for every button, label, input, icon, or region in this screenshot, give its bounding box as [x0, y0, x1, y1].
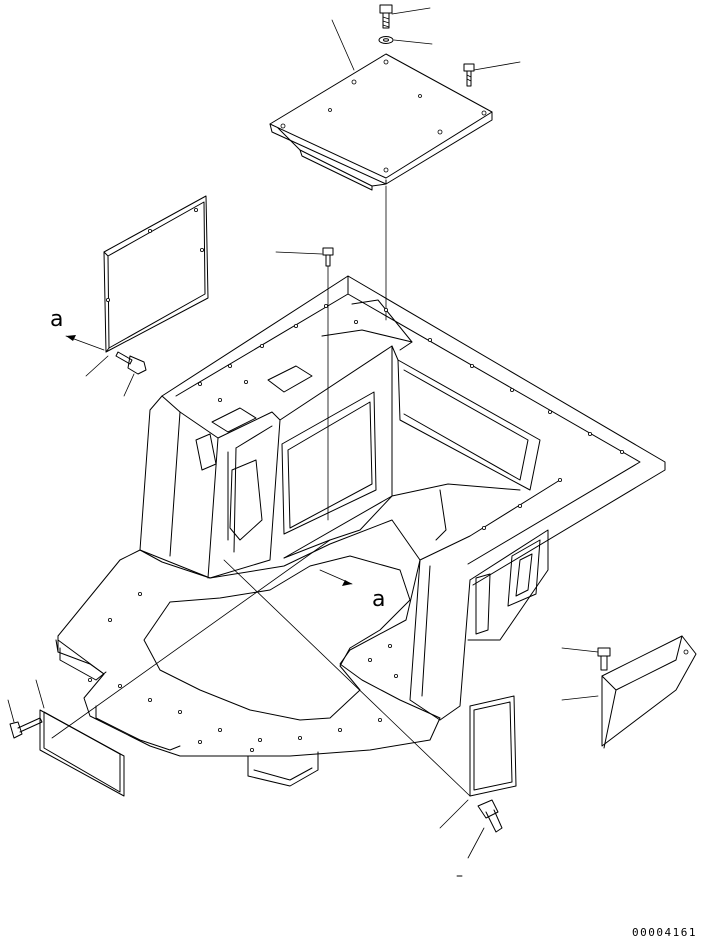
view-arrow-a-left: a — [50, 307, 105, 351]
right-bracket — [601, 635, 697, 749]
left-side-panel — [103, 195, 209, 353]
view-arrow-a-center: a — [319, 569, 385, 612]
bottom-right-bolt — [477, 799, 503, 833]
top-cover-plate — [269, 53, 493, 191]
hatch-lower — [211, 407, 257, 433]
top-right-bolt — [463, 63, 475, 87]
figure-code: 00004161 — [632, 926, 697, 939]
top-bolt — [379, 4, 393, 29]
cab-frame — [139, 275, 666, 721]
frame-holes — [197, 303, 625, 531]
latch — [195, 433, 217, 471]
right-bracket-bolt — [597, 647, 611, 671]
bottom-left-bolt — [9, 717, 43, 739]
top-washer — [378, 36, 394, 44]
floor-plate — [55, 519, 441, 787]
bottom-right-cover — [469, 695, 517, 797]
hatch-upper — [267, 365, 313, 393]
svg-text:a: a — [50, 307, 63, 332]
center-bolt — [322, 247, 334, 267]
svg-text:–: – — [456, 868, 463, 884]
bottom-left-cover — [39, 709, 125, 797]
svg-text:a: a — [372, 587, 385, 612]
left-panel-bolt — [115, 351, 147, 375]
